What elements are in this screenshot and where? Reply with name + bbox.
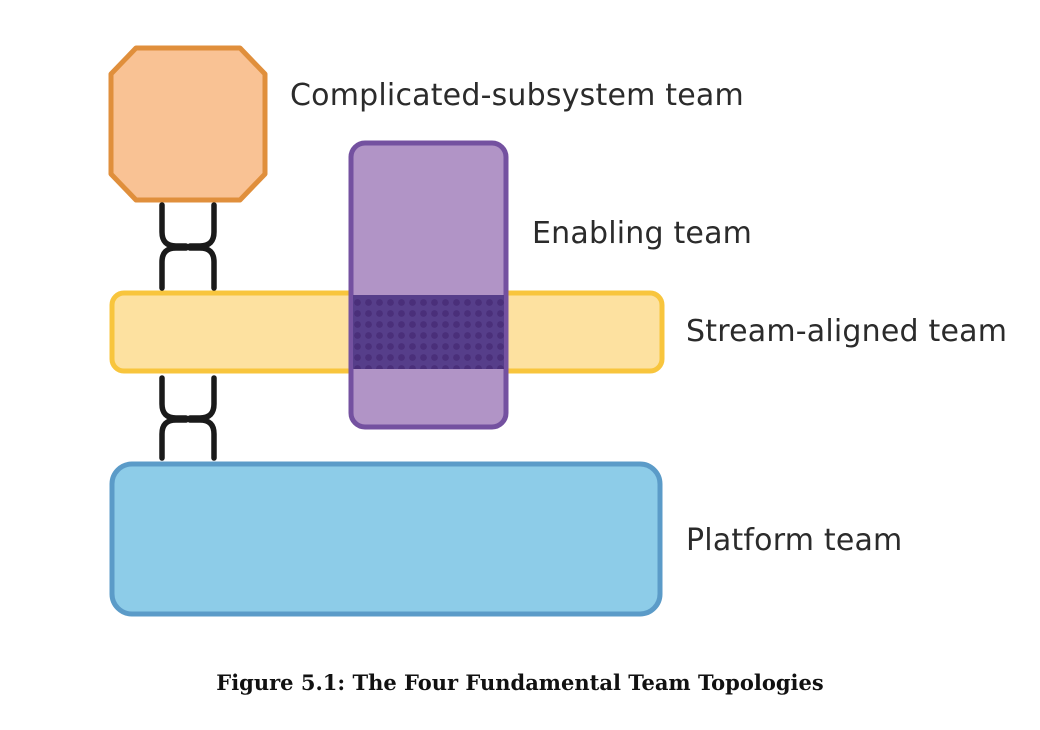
platform-team-shape [109, 461, 663, 617]
connector-icon [159, 375, 217, 461]
enabling-team-shape [348, 140, 509, 430]
complicated-subsystem-team-label: Complicated-subsystem team [290, 78, 744, 113]
platform-team-label: Platform team [686, 523, 903, 558]
stream-aligned-team-label: Stream-aligned team [686, 314, 1008, 349]
connector-icon [159, 202, 217, 291]
enabling-stream-overlap [353, 295, 504, 369]
enabling-team-label: Enabling team [532, 216, 753, 251]
complicated-subsystem-team-shape [108, 45, 268, 203]
figure-caption: Figure 5.1: The Four Fundamental Team To… [216, 670, 824, 695]
